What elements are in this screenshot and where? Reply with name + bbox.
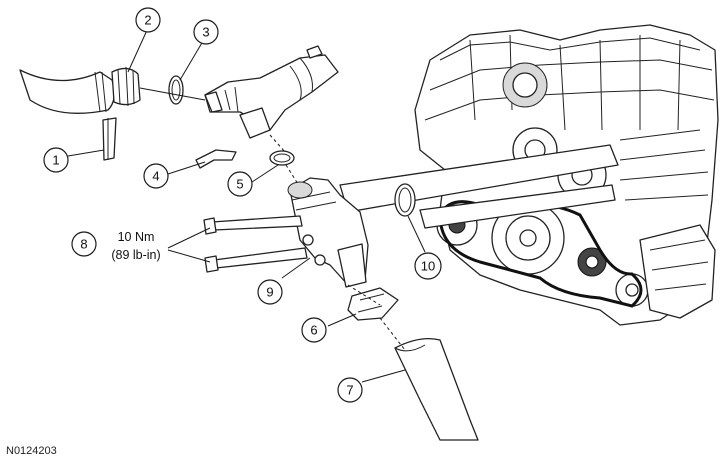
lower-radiator-hose <box>394 337 479 441</box>
thermostat-housing <box>287 177 369 288</box>
leader-8 <box>167 227 211 263</box>
callout-4: 4 <box>143 163 169 189</box>
leader-2 <box>127 27 149 73</box>
svg-text:6: 6 <box>310 323 317 338</box>
o-ring-upper <box>168 75 184 105</box>
leader-7 <box>361 369 406 383</box>
svg-text:8: 8 <box>80 237 87 252</box>
alternator-icon <box>639 224 716 319</box>
upper-radiator-hose <box>19 69 115 114</box>
leader-6 <box>327 313 357 327</box>
svg-text:5: 5 <box>236 177 243 192</box>
callout-10: 10 <box>414 252 442 280</box>
svg-text:3: 3 <box>202 25 209 40</box>
o-ring-middle <box>269 150 295 166</box>
bracket-clip <box>102 117 117 161</box>
svg-text:7: 7 <box>346 383 353 398</box>
svg-text:4: 4 <box>152 169 159 184</box>
elbow-clamp <box>239 107 271 139</box>
lower-outline <box>419 184 616 229</box>
leader-9 <box>281 257 311 279</box>
svg-text:10: 10 <box>421 259 435 274</box>
leader-5 <box>251 164 279 183</box>
callout-8: 8 <box>71 231 97 257</box>
callout-1: 1 <box>43 147 69 173</box>
callout-6: 6 <box>301 317 327 343</box>
bolt-upper <box>203 215 303 235</box>
callout-9: 9 <box>257 279 283 305</box>
svg-text:1: 1 <box>52 153 59 168</box>
leader-10 <box>407 215 426 253</box>
callout-2: 2 <box>135 7 161 33</box>
upper-hose-elbow <box>204 54 339 131</box>
callout-5: 5 <box>227 171 253 197</box>
bolt-lower <box>204 247 308 273</box>
bracket-lower <box>195 149 237 169</box>
svg-text:2: 2 <box>144 13 151 28</box>
figure-id: N0124203 <box>6 445 57 457</box>
callout-7: 7 <box>337 377 363 403</box>
hose-clamp-lower <box>347 287 399 321</box>
svg-text:9: 9 <box>266 285 273 300</box>
torque-spec-nm: 10 Nm <box>118 230 155 244</box>
leader-1 <box>67 149 105 157</box>
callout-3: 3 <box>193 19 219 45</box>
leader-4 <box>167 161 206 175</box>
torque-spec-lbin: (89 lb-in) <box>111 248 160 262</box>
o-ring-engine-side <box>394 183 416 217</box>
